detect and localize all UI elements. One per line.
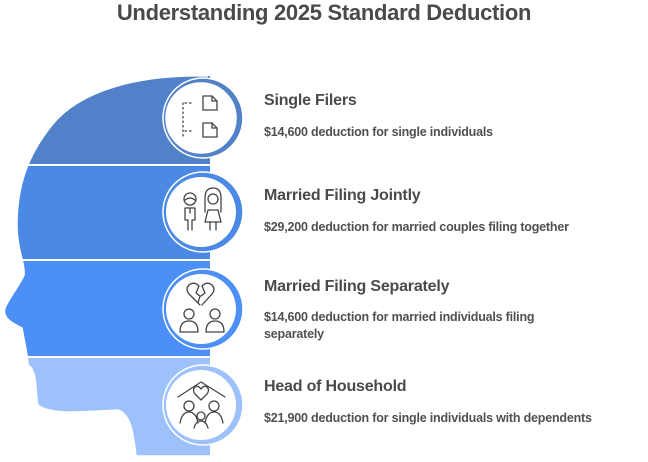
documents-icon [182, 95, 218, 139]
item-description: $29,200 deduction for married couples fi… [264, 220, 569, 234]
icon-ring-1 [162, 77, 244, 159]
item-single-filers: Single Filers $14,600 deduction for sing… [264, 91, 644, 141]
item-heading: Single Filers [264, 92, 357, 109]
item-head-of-household: Head of Household $21,900 deduction for … [264, 377, 644, 427]
item-heading: Head of Household [264, 378, 407, 395]
item-married-filing-separately: Married Filing Separately $14,600 deduct… [264, 277, 594, 343]
item-description: $14,600 deduction for married individual… [264, 310, 535, 341]
couple-icon [183, 187, 222, 231]
page-title: Understanding 2025 Standard Deduction [116, 0, 532, 25]
family-home-icon [177, 381, 226, 429]
icon-ring-3 [162, 268, 244, 350]
icon-ring-2 [162, 171, 244, 253]
item-description: $21,900 deduction for single individuals… [264, 411, 592, 425]
item-heading: Married Filing Jointly [264, 187, 421, 204]
item-heading: Married Filing Separately [264, 278, 450, 295]
broken-heart-couple-icon [179, 282, 225, 333]
item-married-filing-jointly: Married Filing Jointly $29,200 deduction… [264, 186, 644, 236]
icon-ring-4 [162, 364, 244, 446]
item-description: $14,600 deduction for single individuals [264, 125, 493, 139]
